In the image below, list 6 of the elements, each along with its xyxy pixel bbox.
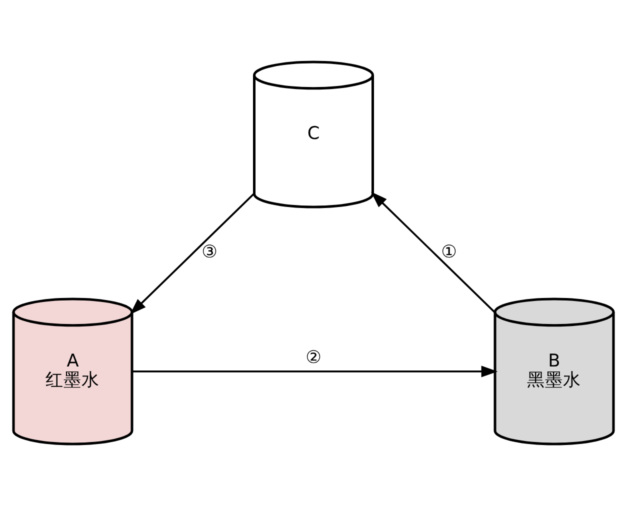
arrow: [132, 366, 498, 378]
edge-label: ③: [202, 242, 218, 263]
arrow: [130, 193, 255, 315]
arrow: [370, 192, 496, 314]
edge-label: ②: [306, 348, 322, 368]
edge-label: ①: [441, 242, 457, 263]
